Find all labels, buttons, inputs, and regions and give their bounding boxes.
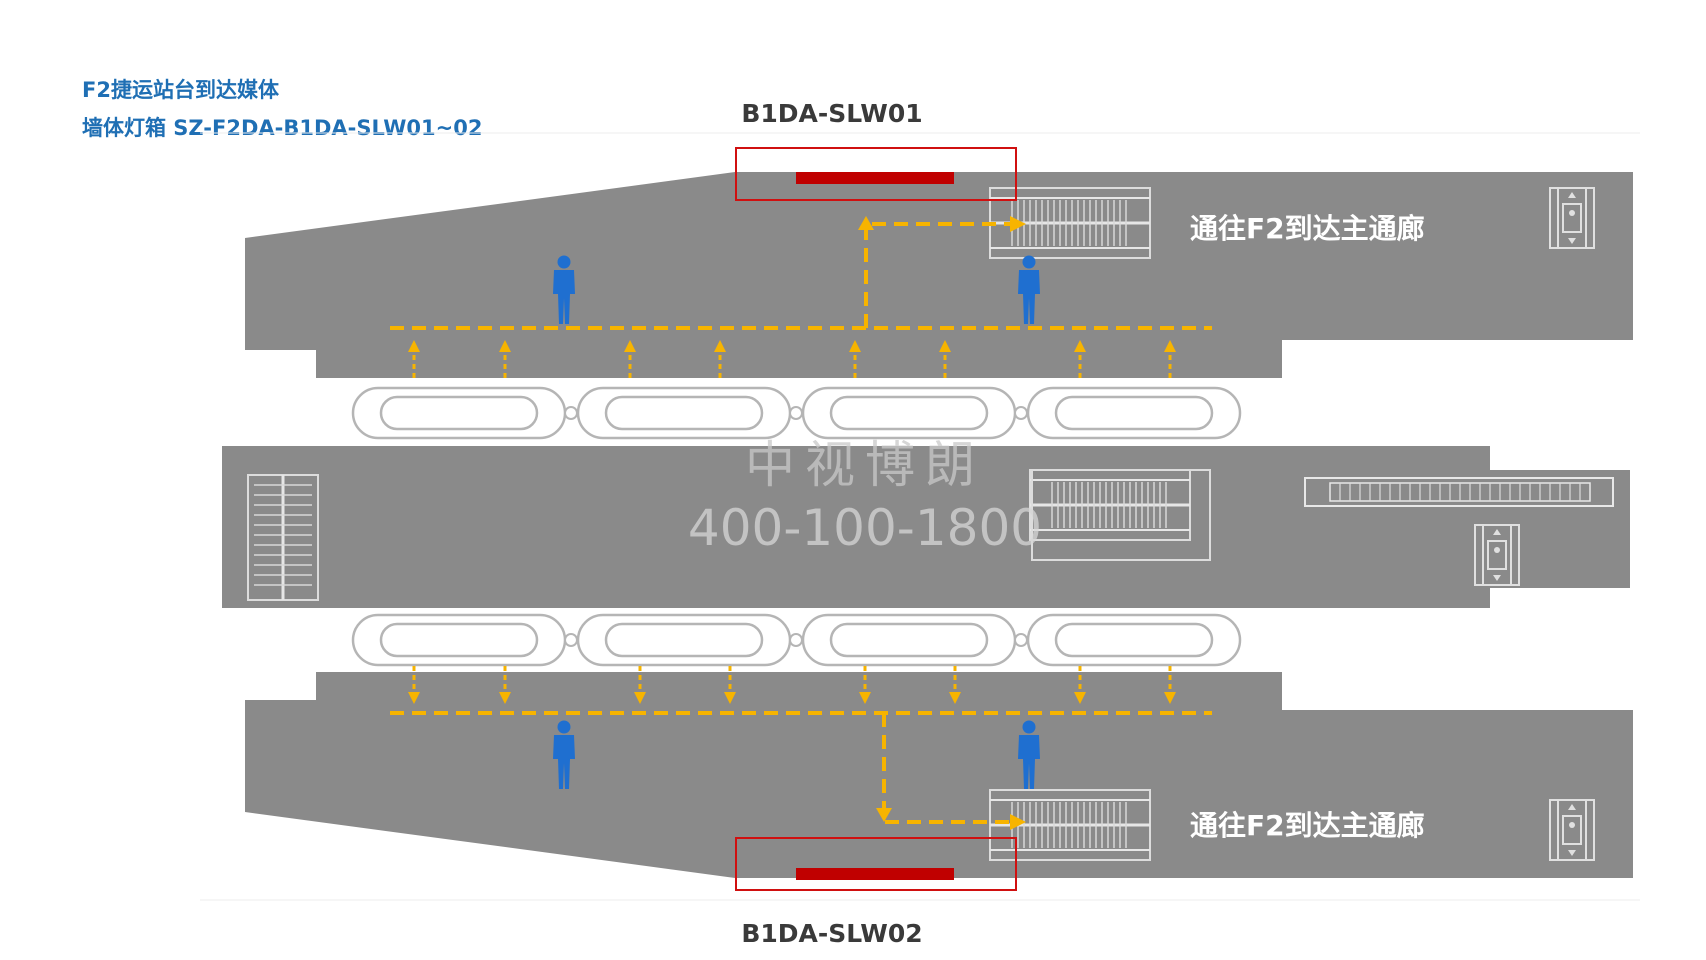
route-arrow-icon [1010, 216, 1026, 232]
watermark-company: 中视博朗 [745, 436, 985, 494]
train-car-icon [576, 613, 792, 667]
direction-label-top: 通往F2到达主通廊 [1190, 212, 1425, 245]
train-car-icon [1026, 386, 1242, 440]
train-car-icon [351, 613, 567, 667]
route-arrow-icon [858, 216, 874, 230]
train-car-icon [1026, 613, 1242, 667]
media-slw01 [735, 147, 1017, 201]
diagram-title: F2捷运站台到达媒体 [82, 78, 279, 102]
watermark-phone: 400-100-1800 [688, 499, 1042, 557]
bottom-route [390, 711, 1212, 824]
middle-platform [222, 446, 1630, 608]
media-slw02 [735, 837, 1017, 891]
top-route [390, 222, 1212, 330]
escalator-icon [1304, 477, 1614, 507]
train-car-icon [801, 613, 1017, 667]
escalator-icon [1028, 468, 1192, 542]
media-label-top: B1DA-SLW01 [741, 99, 922, 128]
train-car-icon [351, 386, 567, 440]
bottom-platform [245, 672, 1633, 878]
escalator-icon [247, 474, 319, 601]
route-arrow-icon [876, 808, 892, 822]
top-platform [245, 172, 1633, 378]
direction-label-bottom: 通往F2到达主通廊 [1190, 809, 1425, 842]
escalator-icon [1031, 469, 1211, 561]
media-label-bottom: B1DA-SLW02 [741, 919, 922, 948]
diagram-subtitle: 墙体灯箱 SZ-F2DA-B1DA-SLW01~02 [82, 116, 483, 140]
train-car-icon [576, 386, 792, 440]
route-arrow-icon [1010, 814, 1026, 830]
train-car-icon [801, 386, 1017, 440]
